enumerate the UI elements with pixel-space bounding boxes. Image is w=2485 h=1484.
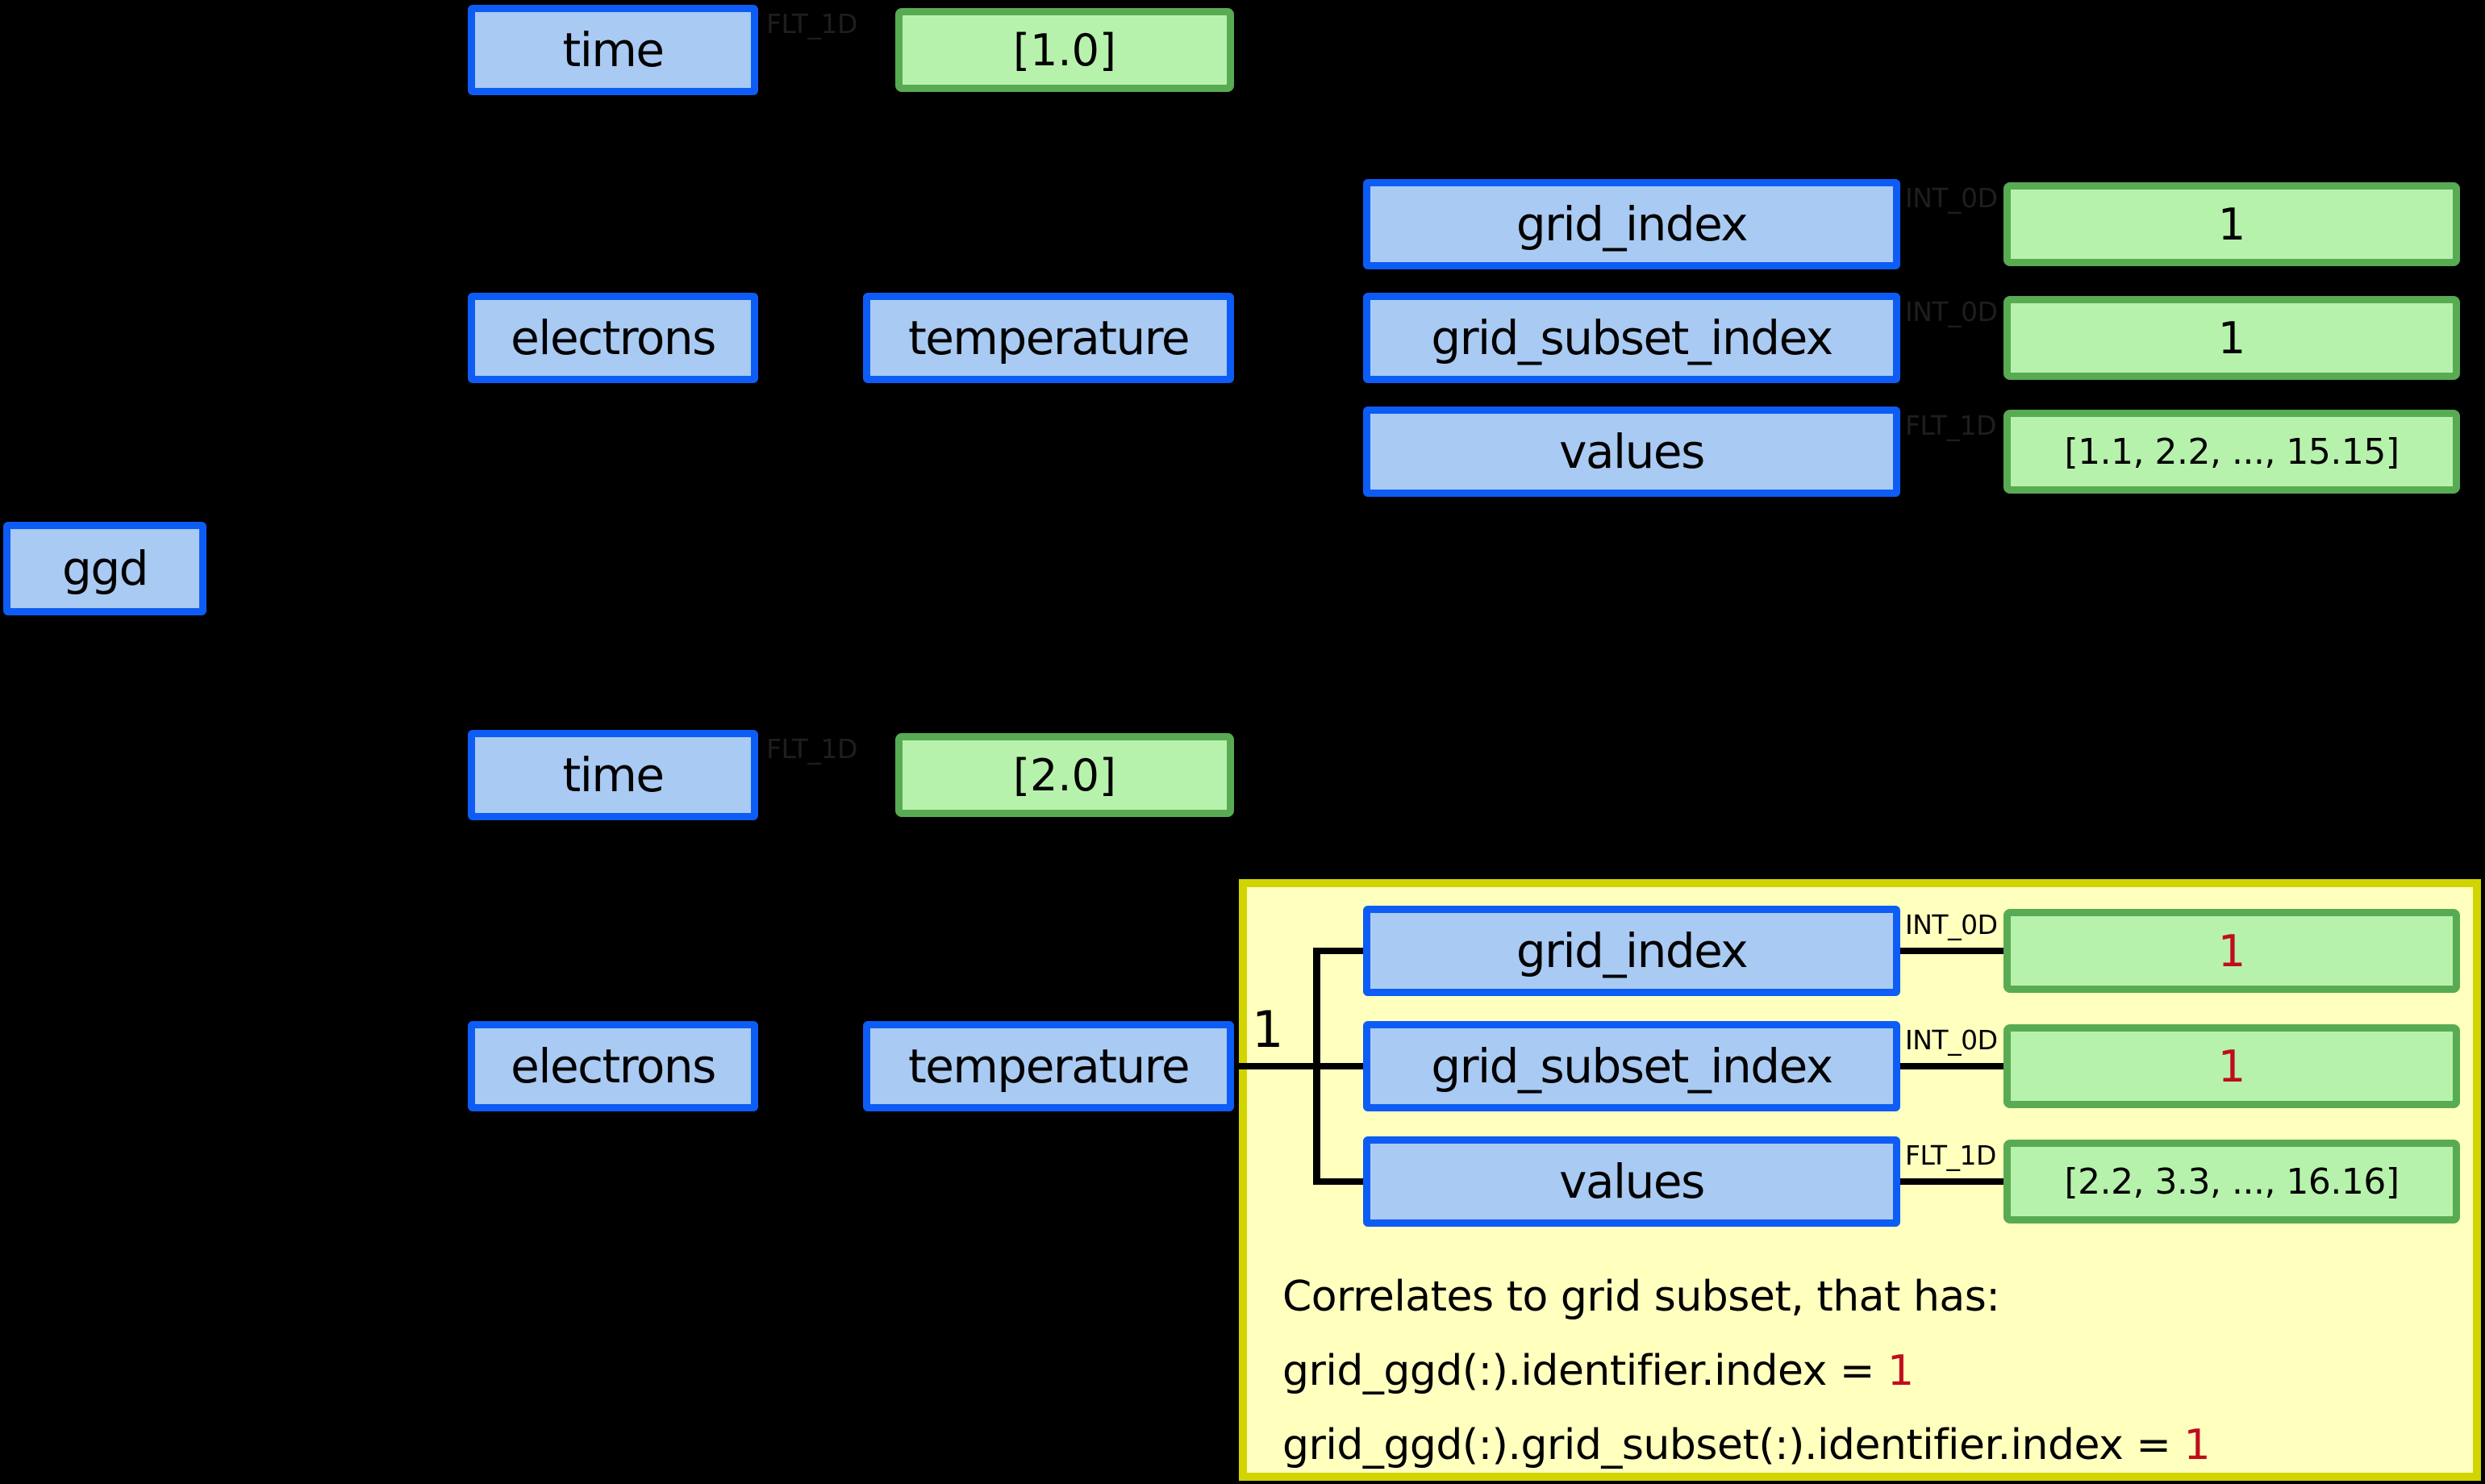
annotation-line-1: Correlates to grid subset, that has: [1282,1273,2000,1321]
node-time-1: time [468,5,758,95]
value-values-1: [1.1, 2.2, ..., 15.15] [2003,410,2460,494]
annotation-line-2-value: 1 [1887,1347,1914,1395]
value-grid-index-2: 1 [2003,909,2460,993]
node-grid-index-2: grid_index [1363,906,1900,996]
connector-grid-subset2-value [1900,1063,2003,1069]
connector-root-stub [206,565,258,572]
type-label-grid-subset-index-1: INT_0D [1905,296,1998,327]
connector-grid-subset1-value [1900,335,2003,341]
connector-group1-electrons-stub [432,335,468,341]
annotation-line-2-text: grid_ggd(:).identifier.index = [1282,1347,1888,1395]
annotation-line-3-value: 1 [2183,1421,2211,1469]
connector-grid-index1-value [1900,221,2003,227]
type-label-time-2: FLT_1D [766,733,857,765]
value-grid-index-1: 1 [2003,182,2460,266]
type-label-values-1: FLT_1D [1905,410,1996,441]
bracket1-stub-grid-subset [1313,335,1363,341]
node-values-1: values [1363,406,1900,497]
node-grid-subset-index-1: grid_subset_index [1363,293,1900,383]
bracket2-stub-values [1313,1178,1363,1185]
connector-values1-value [1900,448,2003,455]
type-label-values-2: FLT_1D [1905,1140,1996,1171]
connector-time2-value [758,773,895,780]
node-electrons-2: electrons [468,1021,758,1111]
type-label-grid-index-2: INT_0D [1905,909,1998,940]
connector-root-trunk [255,194,261,923]
value-time-2: [2.0] [895,733,1234,817]
connector-grid-index2-value [1900,948,2003,954]
connector-electrons2-temperature2 [758,1063,863,1069]
bracket1-stub-values [1313,448,1363,455]
type-label-grid-subset-index-2: INT_0D [1905,1024,1998,1056]
connector-time1-value [758,47,895,53]
bracket1-stub-grid-index [1313,221,1363,227]
type-label-time-1: FLT_1D [766,8,857,40]
connector-temperature1-bracket [1234,335,1320,341]
connector-group2-entry [255,916,436,923]
type-label-grid-index-1: INT_0D [1905,182,1998,214]
value-time-1: [1.0] [895,8,1234,92]
annotation-line-2: grid_ggd(:).identifier.index = 1 [1282,1347,2460,1395]
node-grid-subset-index-2: grid_subset_index [1363,1021,1900,1111]
connector-group1-time-stub [432,47,468,53]
node-temperature-1: temperature [863,293,1234,383]
connector-group2-bracket [432,773,439,1069]
array-index-label-1: 1 [1252,273,1284,331]
value-grid-subset-index-1: 1 [2003,296,2460,380]
bracket2-stub-grid-index [1313,948,1363,954]
connector-group2-time-stub [432,773,468,780]
connector-electrons1-temperature1 [758,335,863,341]
node-time-2: time [468,730,758,820]
annotation-line-3-text: grid_ggd(:).grid_subset(:).identifier.in… [1282,1421,2184,1469]
connector-group1-bracket [432,47,439,341]
value-grid-subset-index-2: 1 [2003,1024,2460,1108]
node-electrons-1: electrons [468,293,758,383]
connector-group2-electrons-stub [432,1063,468,1069]
node-values-2: values [1363,1136,1900,1227]
annotation-line-3: grid_ggd(:).grid_subset(:).identifier.in… [1282,1421,2460,1469]
connector-values2-value [1900,1178,2003,1185]
connector-group1-entry [255,194,436,200]
array-index-label-2: 1 [1252,1000,1284,1059]
value-values-2: [2.2, 3.3, ..., 16.16] [2003,1140,2460,1223]
bracket2-stub-grid-subset [1313,1063,1363,1069]
node-grid-index-1: grid_index [1363,179,1900,269]
connector-temperature2-bracket [1234,1063,1320,1069]
node-ggd: ggd [3,522,206,615]
node-temperature-2: temperature [863,1021,1234,1111]
